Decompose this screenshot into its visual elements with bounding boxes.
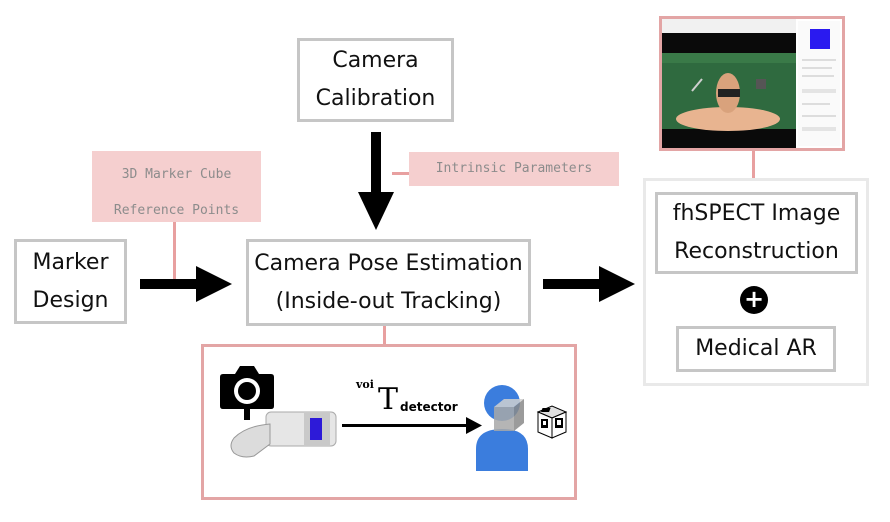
arrow-pose-to-output [543,266,635,302]
intrinsic-parameters-annotation: Intrinsic Parameters [409,152,619,186]
arrow-marker-to-pose [140,266,232,302]
transform-symbol: T [378,382,399,417]
connector-intrinsic [392,172,410,175]
ar-screenshot-image [662,19,842,148]
fhspect-node: fhSPECT Image Reconstruction [655,192,858,274]
marker-design-line-1: Marker [32,249,109,275]
transform-suffix: detector [400,400,458,414]
camera-icon [220,366,274,420]
arrow-calibration-to-pose [358,132,394,230]
transform-arrow [342,417,482,434]
marker-cube-line-1: 3D Marker Cube [121,167,232,182]
medical-ar-node: Medical AR [676,326,836,372]
fhspect-line-2: Reconstruction [674,239,839,264]
detector-probe-icon [230,411,337,458]
marker-design-node: Marker Design [14,239,127,324]
connector-pose-tracking [383,325,386,345]
pose-estimation-node: Camera Pose Estimation (Inside-out Track… [246,239,531,326]
marker-cube-annotation: 3D Marker Cube Reference Points [92,151,261,222]
plus-icon: + [740,286,768,314]
marker-cube-icon [536,405,568,439]
medical-ar-label: Medical AR [695,336,817,361]
output-container [643,178,869,386]
transform-prefix: voi [356,378,374,391]
camera-calibration-line-1: Camera [332,48,419,73]
marker-design-line-2: Design [32,287,109,313]
marker-cube-line-2: Reference Points [113,203,240,218]
ar-screenshot-frame [659,16,845,151]
connector-ar-screenshot [752,151,755,179]
connector-marker-cube [173,222,176,280]
camera-calibration-node: Camera Calibration [297,38,454,122]
camera-calibration-line-2: Calibration [315,86,436,111]
intrinsic-parameters-label: Intrinsic Parameters [435,161,593,176]
pose-estimation-line-2: (Inside-out Tracking) [275,288,502,314]
patient-person-icon [476,385,528,471]
pose-estimation-line-1: Camera Pose Estimation [254,250,523,276]
fhspect-line-1: fhSPECT Image [672,201,841,226]
plus-symbol: + [743,285,765,313]
